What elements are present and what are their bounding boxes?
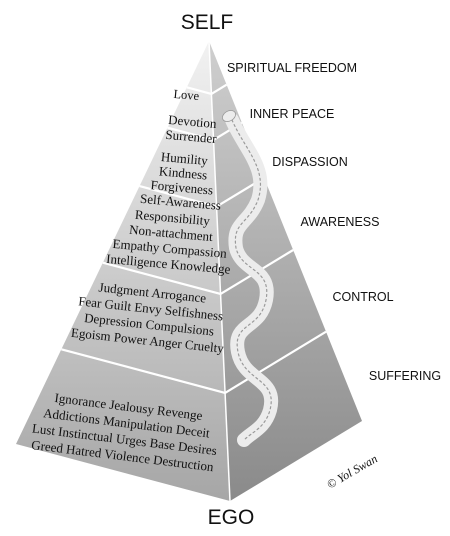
level-line: Love: [173, 87, 200, 103]
stage-label: SPIRITUAL FREEDOM: [227, 61, 357, 75]
ego-label: EGO: [208, 506, 255, 529]
level-texts: LoveDevotionSurrenderHumilityKindnessFor…: [31, 87, 232, 474]
level-line: Humility: [160, 149, 209, 168]
stage-label: INNER PEACE: [250, 107, 335, 121]
level-3-text: HumilityKindnessForgivenessSelf-Awarenes…: [140, 149, 222, 213]
stage-label: CONTROL: [332, 290, 393, 304]
self-label: SELF: [181, 11, 234, 34]
pyramid-ridge: [208, 40, 231, 502]
level-line: Forgiveness: [150, 177, 214, 197]
stage-label: AWARENESS: [301, 215, 380, 229]
level-line: Surrender: [165, 127, 218, 146]
level-line: Devotion: [168, 112, 218, 131]
level-line: Responsibility: [134, 207, 211, 229]
level-1-text: Love: [173, 87, 200, 103]
copyright-text: © Yol Swan: [324, 451, 380, 491]
stage-label: DISPASSION: [272, 155, 347, 169]
stage-labels: SPIRITUAL FREEDOM INNER PEACE DISPASSION AW…: [227, 61, 441, 383]
snake-icon: [222, 110, 279, 447]
level-line: Self-Awareness: [140, 191, 222, 213]
pyramid: [16, 40, 362, 502]
level-line: Kindness: [158, 163, 208, 182]
stage-label: SUFFERING: [369, 369, 441, 383]
pyramid-left-face: [16, 41, 230, 501]
level-line: Non-attachment: [129, 222, 214, 244]
